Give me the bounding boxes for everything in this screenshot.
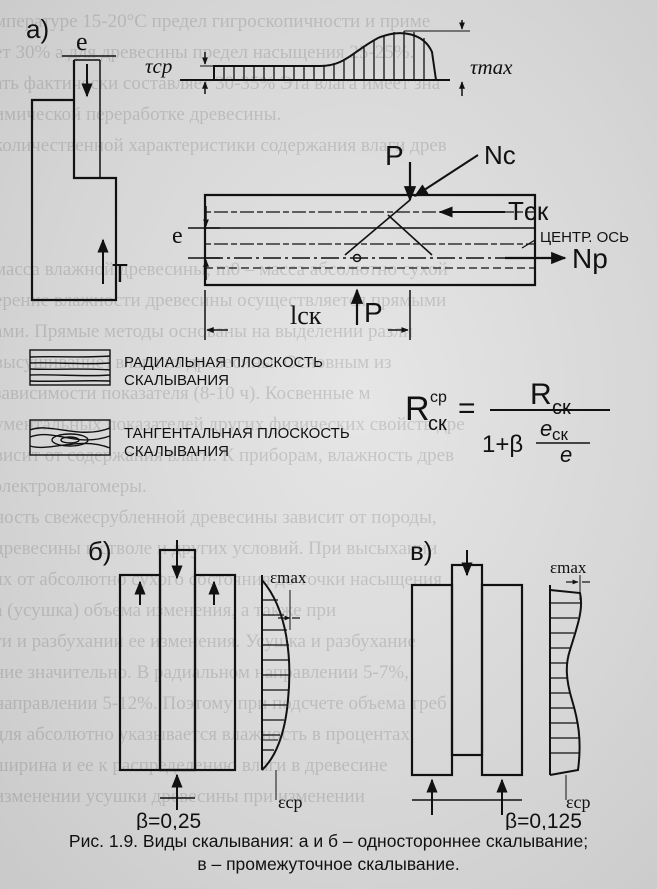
panel-b-strain-diagram xyxy=(261,575,300,800)
panel-b-eps-max: εmax xyxy=(270,568,307,587)
Nc-arrow xyxy=(413,154,479,197)
legend-radial-swatch xyxy=(29,349,111,386)
panel-a-e2-label: e xyxy=(172,223,183,249)
panel-a-shear-block xyxy=(203,193,537,287)
caption-line-1: Рис. 1.9. Виды скалывания: а и б – однос… xyxy=(68,831,589,851)
lsk-dimension xyxy=(204,290,411,340)
panel-c-eps-max: εmax xyxy=(550,558,587,577)
panel-b-eps-cp: εср xyxy=(278,792,303,812)
panel-a-T-label: T xyxy=(112,258,128,288)
formula-num: R xyxy=(530,378,552,411)
tau-avg-label: τср xyxy=(145,54,172,78)
Np-label: Nр xyxy=(572,243,608,274)
legend-tangential-swatch xyxy=(29,419,111,456)
panel-c-strain-diagram xyxy=(549,575,590,800)
panel-a-label: а) xyxy=(26,14,49,44)
panel-c-label: в) xyxy=(410,536,432,566)
caption-line-2: в – промежуточное скалывание. xyxy=(197,854,460,874)
panel-b-specimen xyxy=(118,548,237,772)
formula-lhs-sub: ск xyxy=(428,413,447,435)
P-top-label: P xyxy=(385,140,404,171)
formula-den-num: e xyxy=(540,416,552,441)
Nc-label: Nс xyxy=(484,140,516,170)
figure-caption: Рис. 1.9. Виды скалывания: а и б – однос… xyxy=(0,830,657,876)
legend-radial-line1: РАДИАЛЬНАЯ ПЛОСКОСТЬ xyxy=(124,354,323,371)
panel-a-e-dim-right xyxy=(188,206,220,280)
formula-lhs: R xyxy=(405,390,430,428)
legend-tangential-line2: СКАЛЫВАНИЯ xyxy=(124,443,229,460)
panel-b-beta: β=0,25 xyxy=(136,810,201,830)
lsk-label: lск xyxy=(290,301,322,330)
formula-den-prefix: 1+β xyxy=(482,431,523,458)
P-bottom-label: P xyxy=(364,297,383,328)
formula-den-den: e xyxy=(560,442,572,467)
panel-b-label: б) xyxy=(88,536,112,566)
formula-num-sub: ск xyxy=(552,397,571,419)
Tsk-label: Tск xyxy=(508,196,549,226)
shear-figure: а) e T xyxy=(26,14,629,833)
panel-c-specimen xyxy=(410,563,524,777)
stress-diagram xyxy=(180,20,470,96)
legend-tangential-line1: ТАНГЕНТАЛЬНАЯ ПЛОСКОСТЬ xyxy=(124,425,350,442)
centre-axis-label: ЦЕНТР. ОСЬ xyxy=(540,229,629,246)
centre-axis-pointer xyxy=(521,239,536,249)
formula: R ср ск = R ск 1+β e ск e xyxy=(405,378,610,467)
formula-lhs-sup: ср xyxy=(430,389,447,406)
panel-a-specimen xyxy=(30,59,118,302)
panel-c-beta: β=0,125 xyxy=(505,810,582,830)
panel-c-eps-cp: εср xyxy=(566,792,591,812)
legend-radial-line2: СКАЛЫВАНИЯ xyxy=(124,372,229,389)
formula-eq: = xyxy=(458,392,476,425)
panel-a-e-label: e xyxy=(76,27,88,56)
tau-max-label: τmax xyxy=(470,55,513,79)
formula-den-num-sub: ск xyxy=(552,425,569,444)
